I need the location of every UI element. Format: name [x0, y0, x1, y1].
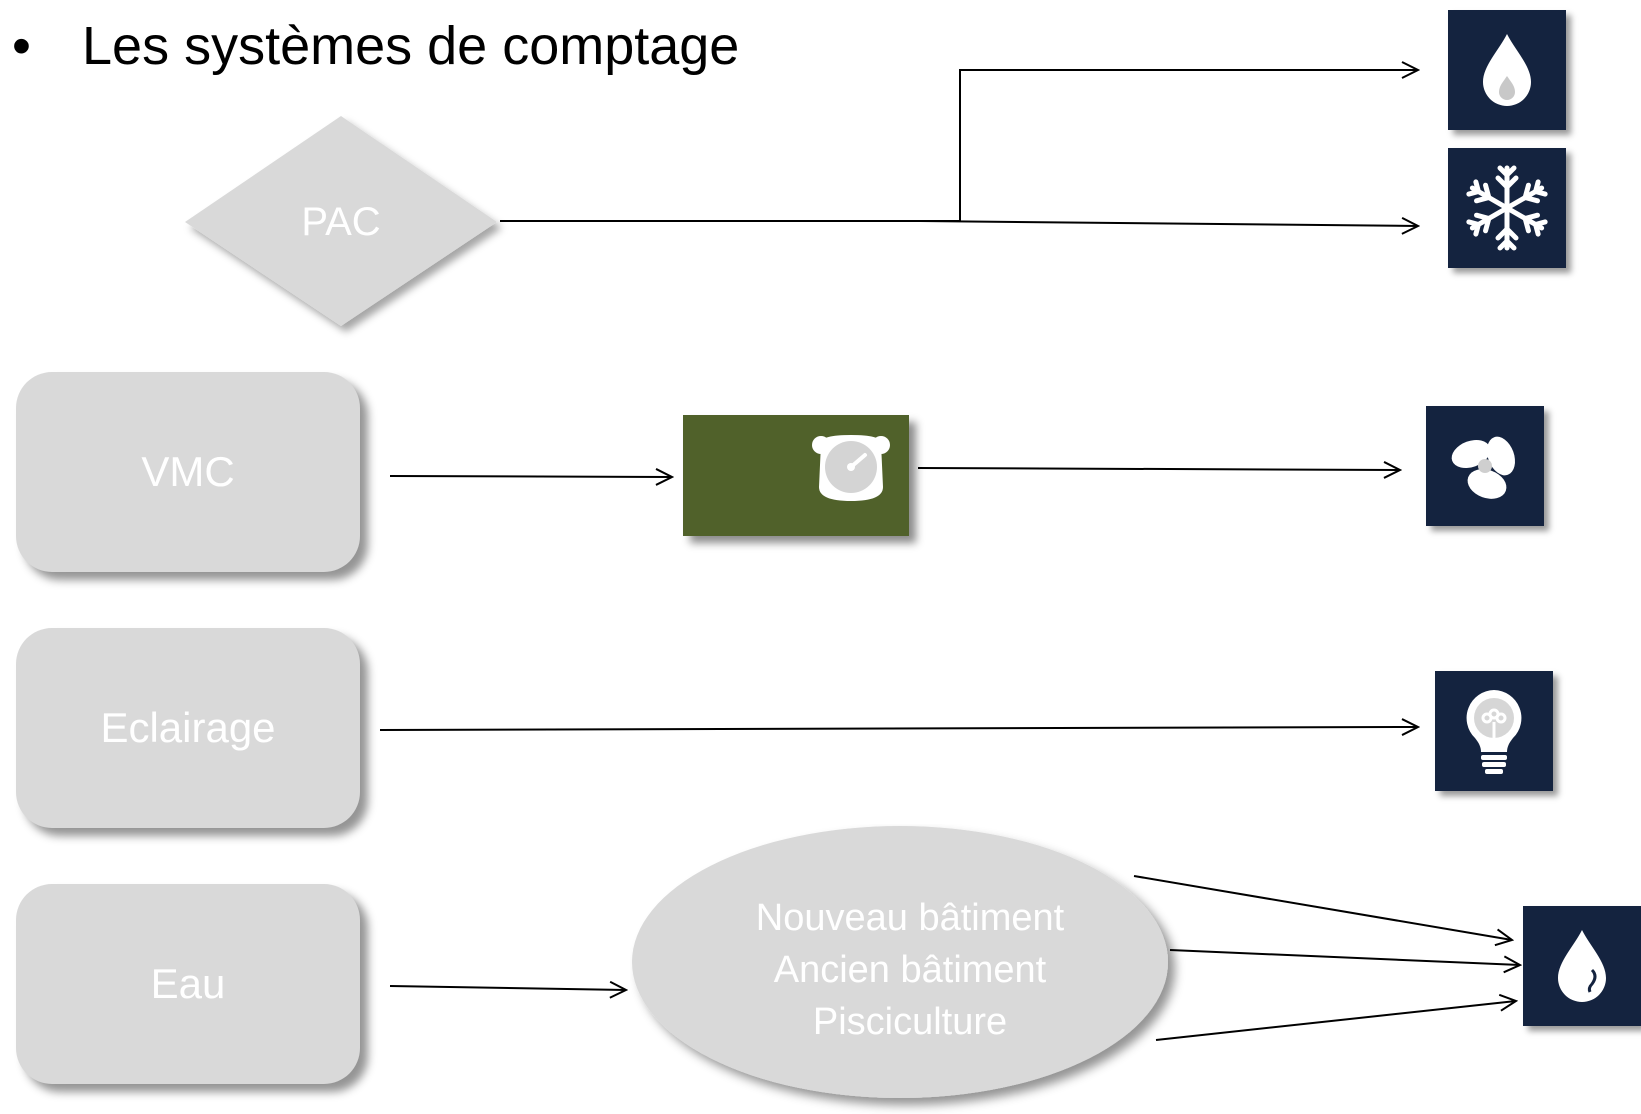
heat-drop-tile: [1448, 10, 1566, 130]
lighting-tile: [1435, 671, 1553, 791]
eau-to-buildings-arrow: [389, 986, 626, 990]
lightbulb-icon: [1466, 690, 1522, 774]
building-ancien: Ancien bâtiment: [773, 949, 1047, 991]
vmc-to-meter-arrow: [389, 476, 672, 477]
meter-to-fan-arrow: [917, 468, 1400, 470]
pac-label: PAC: [301, 200, 381, 244]
building-pisciculture: Pisciculture: [812, 1001, 1008, 1043]
pac-to-heat-arrow: [959, 70, 1418, 221]
building-arrow-3: [1155, 1001, 1516, 1041]
water-tile: [1523, 906, 1641, 1026]
drop-icon: [1483, 34, 1531, 106]
buildings-list: Nouveau bâtiment Ancien bâtiment Piscicu…: [700, 892, 1120, 1048]
eclairage-label: Eclairage: [100, 704, 276, 751]
eclairage-to-light-arrow: [379, 727, 1418, 730]
bullet: •: [12, 16, 31, 76]
cold-snowflake-tile: [1448, 148, 1566, 268]
eau-label: Eau: [150, 960, 226, 1007]
eau-box: Eau: [16, 884, 360, 1084]
vmc-box: VMC: [16, 372, 360, 572]
building-arrow-1: [1133, 875, 1512, 940]
pac-diamond: [185, 116, 497, 326]
vmc-label: VMC: [141, 448, 235, 495]
meter-box: [683, 415, 909, 536]
buildings-ellipse: [632, 826, 1168, 1098]
water-drop-icon: [1558, 930, 1606, 1002]
title-text: Les systèmes de comptage: [82, 16, 740, 76]
ventilation-tile: [1426, 406, 1544, 526]
fan-icon: [1451, 436, 1516, 499]
building-nouveau: Nouveau bâtiment: [755, 897, 1065, 939]
building-arrow-2: [1169, 949, 1520, 965]
snowflake-icon: [1462, 165, 1552, 253]
pac-to-cold-arrow: [919, 221, 1418, 226]
slide-title: • Les systèmes de comptage: [12, 10, 739, 82]
eclairage-box: Eclairage: [16, 628, 360, 828]
meter-gauge-icon: [812, 435, 890, 501]
